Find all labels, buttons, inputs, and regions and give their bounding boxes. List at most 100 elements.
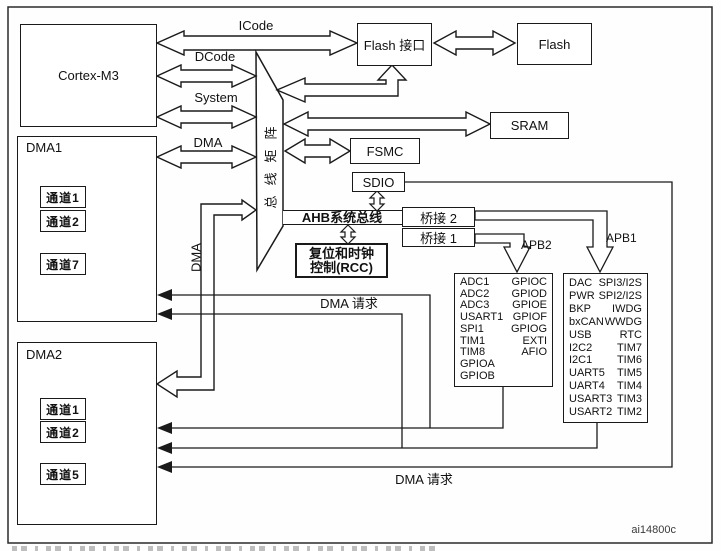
ahb-bus-label: AHB系统总线 bbox=[301, 209, 383, 225]
dma2-channel-1: 通道1 bbox=[40, 398, 86, 420]
peripheral: GPIOD bbox=[511, 287, 547, 300]
system-bus-arrow bbox=[155, 104, 258, 130]
apb1-row: BKP IWDG bbox=[569, 303, 642, 316]
apb1-row: DAC SPI3/I2S bbox=[569, 277, 642, 290]
dma-request-arrowheads bbox=[157, 289, 172, 473]
apb1-pipe-arrow bbox=[474, 210, 615, 274]
peripheral: TIM8 bbox=[460, 346, 486, 359]
rcc-label-line1: 复位和时钟 bbox=[308, 245, 374, 261]
bridge1-label: 桥接 1 bbox=[420, 231, 457, 246]
bus-matrix-label: 总线矩阵 bbox=[263, 116, 279, 209]
peripheral: TIM3 bbox=[616, 393, 642, 406]
peripheral: UART5 bbox=[569, 367, 605, 380]
apb1-row: I2C2 TIM7 bbox=[569, 342, 642, 355]
cortex-m3-block: Cortex-M3 bbox=[20, 24, 157, 127]
apb1-row: UART4 TIM4 bbox=[569, 380, 642, 393]
peripheral: DAC bbox=[569, 277, 593, 289]
apb2-label: APB2 bbox=[521, 238, 552, 252]
peripheral: I2C2 bbox=[569, 341, 593, 354]
sdio-label: SDIO bbox=[362, 174, 395, 190]
dma-label: DMA bbox=[193, 134, 223, 150]
peripheral: TIM5 bbox=[616, 367, 642, 380]
apb1-label: APB1 bbox=[606, 231, 637, 245]
flash-interface-block: Flash 接口 bbox=[357, 23, 432, 66]
fsmc-bus-arrow bbox=[283, 137, 352, 165]
system-label: System bbox=[194, 89, 238, 105]
bridge1-block: 桥接 1 bbox=[402, 228, 475, 247]
flashif-flash-arrow bbox=[432, 29, 517, 57]
rcc-block: 复位和时钟 控制(RCC) bbox=[295, 243, 388, 278]
dma2-channel-2: 通道2 bbox=[40, 421, 86, 443]
figure-border bbox=[7, 6, 713, 544]
dma-request-lines bbox=[170, 181, 673, 468]
peripheral: ADC1 bbox=[460, 276, 490, 288]
ahb-rcc-arrow bbox=[339, 224, 357, 245]
peripheral: EXTI bbox=[522, 334, 547, 347]
peripheral: IWDG bbox=[612, 302, 642, 315]
dma2-block bbox=[17, 342, 157, 525]
peripheral: bxCAN bbox=[569, 315, 604, 328]
sram-bus-arrow bbox=[282, 110, 492, 138]
dma-bus-vertical-label: DMA bbox=[188, 243, 204, 272]
apb1-row: UART5 TIM5 bbox=[569, 367, 642, 380]
apb2-row: SPI1 GPIOG bbox=[460, 322, 547, 336]
figure-code: ai14800c bbox=[631, 524, 676, 536]
sram-label: SRAM bbox=[510, 118, 549, 133]
flash-label: Flash bbox=[538, 36, 571, 52]
peripheral: WWDG bbox=[604, 315, 642, 328]
matrix-flashif-elbow-arrow bbox=[275, 63, 408, 104]
dma1-title: DMA1 bbox=[26, 140, 63, 155]
apb2-pipe-arrow bbox=[474, 233, 532, 274]
fsmc-block: FSMC bbox=[350, 138, 420, 164]
peripheral: BKP bbox=[569, 302, 592, 315]
peripheral: SPI2/I2S bbox=[598, 289, 642, 302]
icode-label: ICode bbox=[238, 18, 274, 33]
peripheral: GPIOG bbox=[510, 322, 547, 335]
dma1-channel-1: 通道1 bbox=[40, 186, 86, 208]
apb2-dma1-request-line bbox=[170, 294, 431, 428]
apb2-row: GPIOB bbox=[460, 370, 547, 383]
apb1-dma1-request-line bbox=[170, 313, 403, 448]
peripheral: I2C1 bbox=[569, 354, 593, 367]
peripheral: USART3 bbox=[569, 393, 613, 406]
dma-request-lower-label: DMA 请求 bbox=[395, 471, 453, 487]
peripheral: SPI1 bbox=[460, 322, 484, 335]
peripheral: USART1 bbox=[460, 311, 504, 324]
cortex-m3-label: Cortex-M3 bbox=[58, 68, 119, 83]
dma-request-upper-label: DMA 请求 bbox=[320, 296, 378, 311]
peripheral: RTC bbox=[619, 328, 642, 341]
peripheral: UART4 bbox=[569, 380, 605, 393]
apb1-dma2-request-line bbox=[170, 423, 598, 449]
peripheral: TIM2 bbox=[616, 406, 642, 419]
dma-bus-pipe-arrow bbox=[155, 198, 258, 399]
peripheral: GPIOA bbox=[460, 357, 495, 370]
sram-block: SRAM bbox=[490, 112, 569, 139]
flash-interface-label: Flash 接口 bbox=[363, 38, 426, 53]
peripheral: TIM4 bbox=[616, 380, 642, 393]
dma1-channel-7: 通道7 bbox=[40, 253, 86, 275]
bus-matrix-shape bbox=[255, 49, 284, 273]
dma1-channel-2: 通道2 bbox=[40, 210, 86, 232]
fsmc-label: FSMC bbox=[366, 143, 404, 159]
ahb-bus-band bbox=[283, 210, 402, 225]
peripheral: GPIOC bbox=[511, 276, 547, 288]
peripheral: SPI3/I2S bbox=[598, 277, 642, 289]
dma1-bus-arrow bbox=[155, 144, 258, 170]
dma2-title: DMA2 bbox=[26, 347, 63, 362]
apb2-row: GPIOA bbox=[460, 357, 547, 371]
sdio-dma2-request-line bbox=[170, 181, 673, 468]
peripheral: TIM7 bbox=[616, 341, 642, 354]
flash-block: Flash bbox=[517, 23, 592, 65]
